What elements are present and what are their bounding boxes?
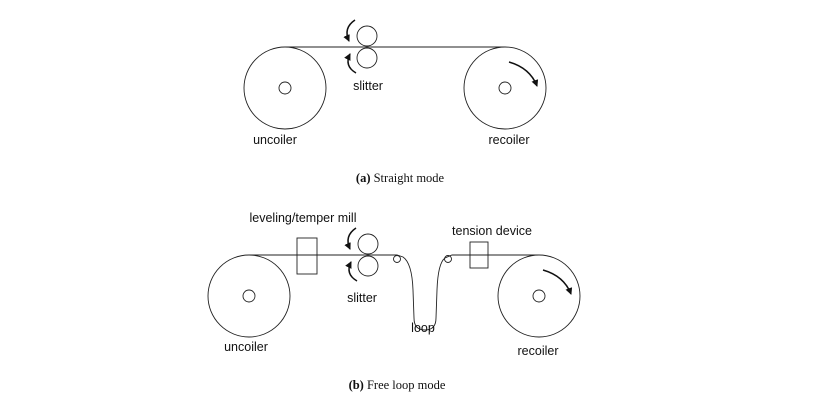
panel-straight-mode: slitter uncoiler recoiler (a) Straight m…	[243, 19, 547, 185]
uncoiler-coil	[243, 46, 327, 130]
label-slitter: slitter	[347, 291, 377, 305]
curved-arrow-icon	[542, 269, 573, 295]
label-uncoiler: uncoiler	[224, 340, 268, 354]
recoiler-coil	[463, 46, 547, 130]
panel-free-loop-mode: leveling/temper mill tension device slit…	[207, 211, 581, 392]
label-loop: loop	[411, 321, 435, 335]
uncoiler-coil	[207, 254, 291, 338]
caption-b: (b) Free loop mode	[349, 378, 446, 392]
curved-arrow-icon	[508, 61, 539, 87]
strip-line-with-loop	[249, 254, 539, 331]
label-leveling-temper-mill: leveling/temper mill	[250, 211, 357, 225]
recoiler-coil	[497, 254, 581, 338]
leveling-temper-mill-box	[296, 237, 318, 275]
label-uncoiler: uncoiler	[253, 133, 297, 147]
label-slitter: slitter	[353, 79, 383, 93]
label-tension-device: tension device	[452, 224, 532, 238]
caption-a: (a) Straight mode	[356, 171, 445, 185]
curved-arrow-icon	[344, 227, 357, 250]
slitter-rolls	[356, 25, 378, 69]
curved-arrow-icon	[345, 261, 358, 282]
slitter-rolls	[357, 233, 379, 277]
curved-arrow-icon	[343, 19, 356, 42]
guide-roller	[444, 255, 452, 263]
label-recoiler: recoiler	[518, 344, 559, 358]
curved-arrow-icon	[344, 53, 357, 74]
label-recoiler: recoiler	[489, 133, 530, 147]
guide-roller	[393, 255, 401, 263]
